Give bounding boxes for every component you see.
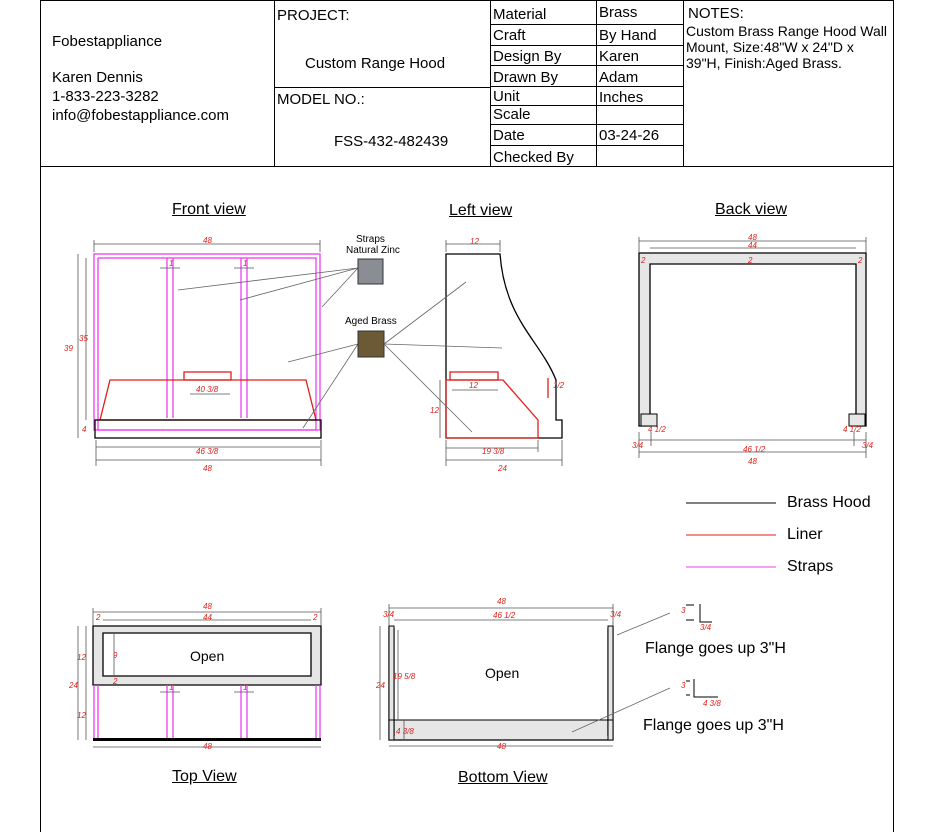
spec-label-date: Date (493, 127, 525, 144)
spec-label-drawn-by: Drawn By (493, 69, 559, 86)
contact-phone: 1-833-223-3282 (52, 88, 159, 105)
svg-text:3/4: 3/4 (610, 610, 622, 619)
svg-text:1: 1 (243, 259, 247, 268)
svg-text:2: 2 (312, 613, 318, 622)
svg-text:4 3/8: 4 3/8 (396, 727, 414, 736)
svg-text:2: 2 (747, 256, 753, 265)
front-view-title: Front view (172, 201, 246, 218)
svg-text:46 1/2: 46 1/2 (743, 445, 766, 454)
svg-text:24: 24 (375, 681, 385, 690)
project-label: PROJECT: (277, 7, 350, 24)
flange-note-1: Flange goes up 3"H (645, 640, 786, 657)
svg-text:1: 1 (169, 259, 173, 268)
spec-label-checked-by: Checked By (493, 149, 574, 166)
svg-text:3/4: 3/4 (862, 441, 874, 450)
svg-text:46 3/8: 46 3/8 (196, 447, 219, 456)
svg-text:2: 2 (95, 613, 101, 622)
natural-zinc-swatch (357, 258, 384, 285)
svg-text:12: 12 (77, 653, 86, 662)
spec-label-craft: Craft (493, 27, 526, 44)
svg-text:1: 1 (243, 683, 247, 692)
spec-value-design-by: Karen (599, 48, 640, 65)
top-view-title: Top View (172, 768, 237, 785)
svg-text:2: 2 (857, 256, 863, 265)
spec-label-unit: Unit (493, 88, 520, 105)
svg-text:4: 4 (82, 425, 87, 434)
svg-text:35: 35 (79, 334, 88, 343)
svg-text:24: 24 (68, 681, 78, 690)
svg-text:3/4: 3/4 (383, 610, 395, 619)
spec-value-craft: By Hand (599, 27, 657, 44)
svg-text:48: 48 (748, 233, 757, 242)
back-view-drawing: 48 44 2 2 2 4 1/2 4 1/2 46 1/2 48 3/4 3/… (632, 233, 874, 466)
svg-text:48: 48 (497, 742, 506, 751)
svg-text:19 5/8: 19 5/8 (393, 672, 416, 681)
svg-text:39: 39 (64, 344, 73, 353)
bottom-view-drawing: 48 46 1/2 3/4 3/4 24 19 5/8 4 3/8 48 3 3… (375, 597, 721, 751)
svg-text:4 1/2: 4 1/2 (648, 425, 666, 434)
model-value: FSS-432-482439 (334, 133, 449, 150)
svg-text:12: 12 (470, 237, 479, 246)
spec-value-date: 03-24-26 (599, 127, 660, 144)
svg-text:48: 48 (203, 464, 212, 473)
svg-text:12: 12 (77, 711, 86, 720)
svg-text:48: 48 (497, 597, 506, 606)
svg-text:48: 48 (203, 602, 212, 611)
svg-text:3/4: 3/4 (632, 441, 644, 450)
spec-label-scale: Scale (493, 106, 531, 123)
svg-text:2: 2 (640, 256, 646, 265)
svg-text:46 1/2: 46 1/2 (493, 611, 516, 620)
svg-text:44: 44 (748, 241, 757, 250)
spec-value-drawn-by: Adam (599, 69, 639, 86)
project-value: Custom Range Hood (305, 55, 446, 72)
aged-brass-swatch (357, 330, 385, 358)
title-block-frame (40, 0, 894, 832)
flange-note-2: Flange goes up 3"H (643, 717, 784, 734)
company-name: Fobestappliance (52, 33, 163, 50)
svg-text:12: 12 (430, 406, 439, 415)
left-view-title: Left view (449, 202, 513, 219)
zinc-swatch-label-line2: Natural Zinc (346, 245, 400, 256)
svg-text:1/2: 1/2 (553, 381, 565, 390)
contact-name: Karen Dennis (52, 69, 143, 86)
legend-liner: Liner (787, 526, 823, 543)
svg-text:19 3/8: 19 3/8 (482, 447, 505, 456)
svg-text:3: 3 (681, 606, 686, 615)
svg-text:4 1/2: 4 1/2 (843, 425, 861, 434)
spec-value-material: Brass (599, 4, 638, 21)
spec-value-unit: Inches (599, 89, 644, 106)
svg-text:3: 3 (681, 681, 686, 690)
svg-text:9: 9 (113, 651, 118, 660)
svg-text:1: 1 (169, 683, 173, 692)
svg-text:48: 48 (203, 236, 212, 245)
front-view-drawing: 48 48 46 3/8 40 3/8 39 35 4 1 1 (64, 236, 359, 473)
notes-label: NOTES: (688, 5, 744, 22)
contact-email: info@fobestappliance.com (52, 107, 229, 124)
bottom-view-title: Bottom View (458, 769, 548, 786)
notes-text: Custom Brass Range Hood Wall Mount, Size… (686, 23, 888, 71)
model-label: MODEL NO.: (277, 91, 365, 108)
svg-text:48: 48 (748, 457, 757, 466)
svg-text:24: 24 (497, 464, 507, 473)
top-view-open-label: Open (190, 648, 225, 664)
top-view-drawing: 48 44 2 2 9 2 12 24 12 1 1 48 (68, 602, 322, 751)
spec-label-material: Material (493, 6, 547, 23)
left-view-drawing: 12 12 19 3/8 24 12 1/2 (383, 237, 565, 473)
spec-label-design-by: Design By (493, 48, 562, 65)
back-view-title: Back view (715, 201, 788, 218)
svg-text:4 3/8: 4 3/8 (703, 699, 721, 708)
svg-text:44: 44 (203, 613, 212, 622)
svg-text:48: 48 (203, 742, 212, 751)
svg-text:40 3/8: 40 3/8 (196, 385, 219, 394)
legend-straps: Straps (787, 558, 834, 575)
zinc-swatch-label-line1: Straps (356, 234, 385, 245)
svg-text:3/4: 3/4 (700, 623, 712, 632)
svg-text:12: 12 (469, 381, 478, 390)
bottom-view-open-label: Open (485, 665, 520, 681)
svg-text:2: 2 (112, 677, 118, 686)
legend-brass-hood: Brass Hood (787, 494, 871, 511)
brass-swatch-label: Aged Brass (345, 316, 397, 327)
